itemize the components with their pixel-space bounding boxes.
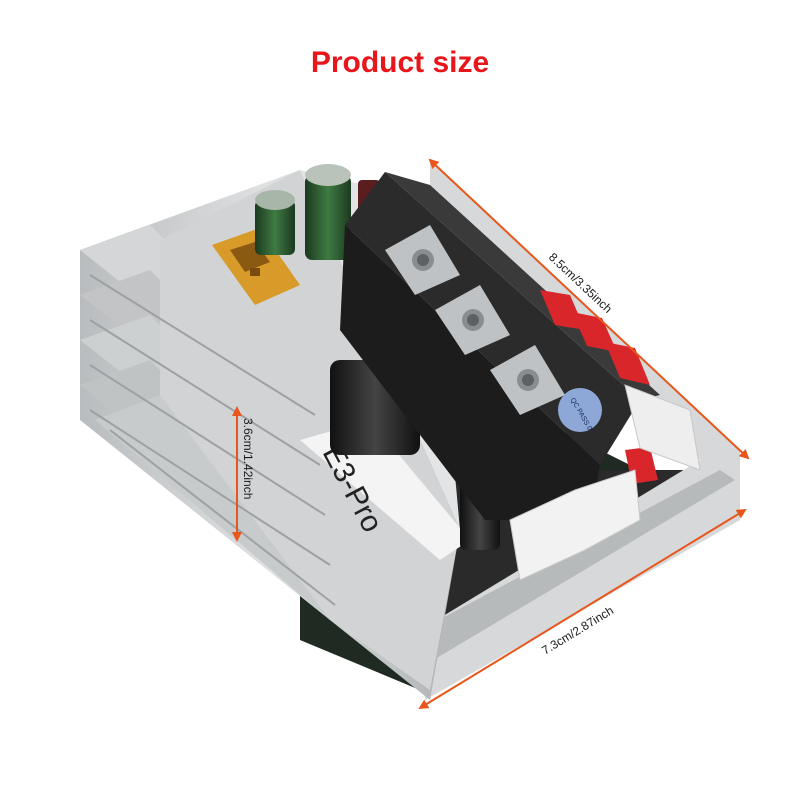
height-label: 3.6cm/1.42inch — [241, 418, 255, 499]
dimension-height: 3.6cm/1.42inch — [232, 406, 255, 542]
heatsink — [80, 170, 460, 700]
page-title: Product size — [310, 46, 490, 79]
length-arrow — [428, 158, 750, 460]
width-arrow — [418, 508, 747, 710]
